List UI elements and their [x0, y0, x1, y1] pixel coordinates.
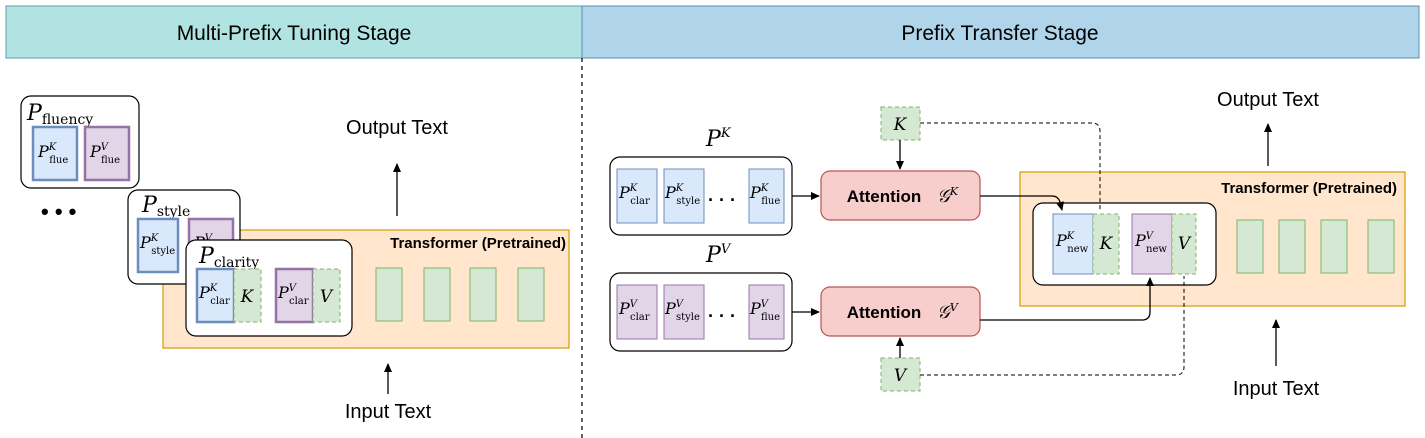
attention-v-to-new-arrow — [980, 277, 1154, 321]
right-output-text: Output Text — [1217, 89, 1319, 111]
attention-k-block: Attention 𝒢K — [820, 170, 981, 221]
right-layer-block — [1320, 219, 1348, 274]
v-input-box — [880, 357, 921, 392]
pv-label: PV — [705, 242, 732, 268]
right-transformer-label: Transformer (Pretrained) — [1221, 180, 1397, 197]
svg-text:K: K — [1099, 234, 1114, 254]
right-layer-block — [1278, 219, 1306, 274]
svg-text:Pfluency: Pfluency — [26, 101, 93, 128]
svg-text:𝒢K: 𝒢K — [937, 185, 959, 207]
attention-v-block: Attention 𝒢V — [820, 286, 981, 337]
attention-k-to-new-arrow — [980, 195, 1064, 211]
svg-text:V: V — [1178, 234, 1192, 254]
left-ellipsis: • • • — [41, 199, 76, 224]
header-right — [581, 5, 1420, 59]
left-layer-block — [469, 267, 497, 322]
left-transformer-label: Transformer (Pretrained) — [390, 235, 566, 252]
svg-text:𝒢V: 𝒢V — [937, 301, 959, 323]
svg-text:· · ·: · · · — [708, 306, 736, 326]
svg-text:Pstyle: Pstyle — [141, 193, 190, 220]
svg-text:Attention: Attention — [847, 187, 922, 206]
header-left-title: Multi-Prefix Tuning Stage — [177, 22, 412, 45]
header-left — [5, 5, 583, 59]
left-layer-block — [517, 267, 545, 322]
left-output-text: Output Text — [346, 117, 448, 139]
right-layer-block — [1236, 219, 1264, 274]
pk-label: PK — [705, 126, 732, 152]
right-layer-block — [1367, 219, 1395, 274]
v-dashed-bypass — [920, 276, 1185, 376]
svg-text:Pclarity: Pclarity — [198, 244, 259, 271]
svg-text:K: K — [240, 287, 255, 307]
svg-text:V: V — [320, 287, 334, 307]
k-dashed-bypass — [920, 122, 1101, 212]
svg-text:Attention: Attention — [847, 303, 922, 322]
svg-text:· · ·: · · · — [708, 190, 736, 210]
left-layer-block — [423, 267, 451, 322]
v-input-label: V — [894, 366, 908, 386]
k-input-label: K — [893, 115, 908, 135]
left-layer-block — [375, 267, 403, 322]
left-input-text: Input Text — [345, 401, 432, 423]
header-right-title: Prefix Transfer Stage — [901, 22, 1098, 45]
k-input-box — [880, 106, 921, 141]
right-input-text: Input Text — [1233, 378, 1320, 400]
